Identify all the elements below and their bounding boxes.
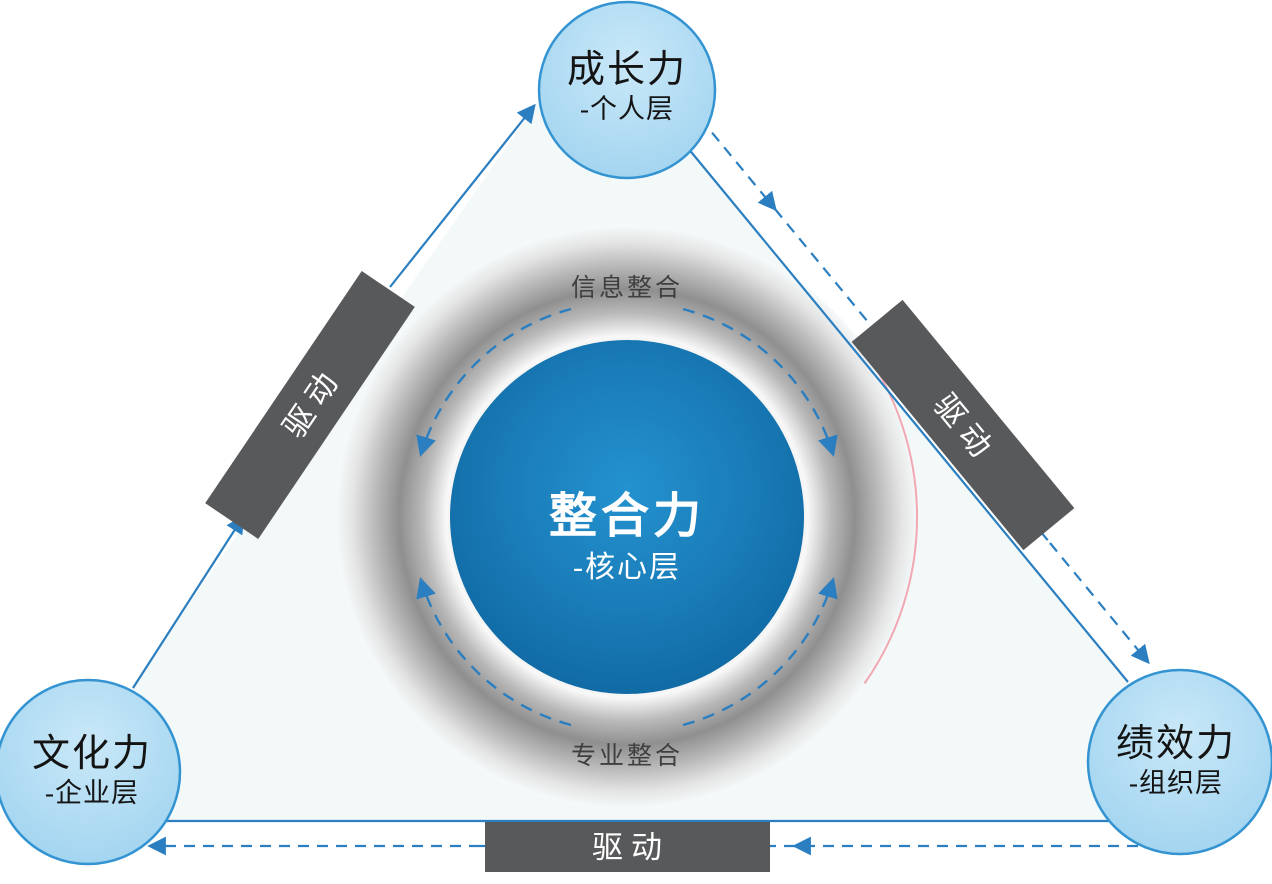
driver-right-bar xyxy=(851,299,1075,551)
edge-right-dashed-1 xyxy=(699,117,777,212)
node-performance: 绩效力 -组织层 xyxy=(1086,668,1272,856)
edge-right-dashed-3 xyxy=(1049,542,1150,665)
ring-top-label: 信息整合 xyxy=(571,274,683,302)
node-culture: 文化力 -企业层 xyxy=(0,678,182,866)
core-subtitle: -核心层 xyxy=(573,551,681,584)
node-performance-title: 绩效力 xyxy=(1116,723,1236,765)
edge-left-upper xyxy=(389,103,536,288)
ring-arrow-bottom-right xyxy=(682,577,838,727)
node-culture-subtitle: -企业层 xyxy=(45,778,139,808)
edge-right-solid xyxy=(677,135,1129,683)
driver-bottom-bar xyxy=(485,822,770,872)
core-title: 整合力 xyxy=(549,490,705,543)
core-circle xyxy=(450,340,804,694)
driver-bottom-label: 驱动 xyxy=(592,830,670,865)
node-growth-circle xyxy=(537,0,717,180)
driver-left-bar xyxy=(205,271,415,539)
driver-bottom: 驱动 xyxy=(485,822,770,872)
edge-left-lower xyxy=(132,514,245,689)
node-growth-title: 成长力 xyxy=(567,49,687,91)
ring-arrow-bottom-left xyxy=(416,577,572,727)
ring-bottom-label: 专业整合 xyxy=(571,742,683,770)
node-culture-circle xyxy=(0,678,182,866)
node-culture-title: 文化力 xyxy=(32,733,152,775)
node-performance-subtitle: -组织层 xyxy=(1129,768,1223,798)
node-growth: 成长力 -个人层 xyxy=(537,0,717,180)
node-performance-circle xyxy=(1086,668,1272,856)
ring-circulation-arrows xyxy=(416,307,838,727)
ring-arrow-top-right xyxy=(682,307,838,457)
node-growth-subtitle: -个人层 xyxy=(580,94,674,124)
ring-arrow-top-left xyxy=(416,307,572,457)
